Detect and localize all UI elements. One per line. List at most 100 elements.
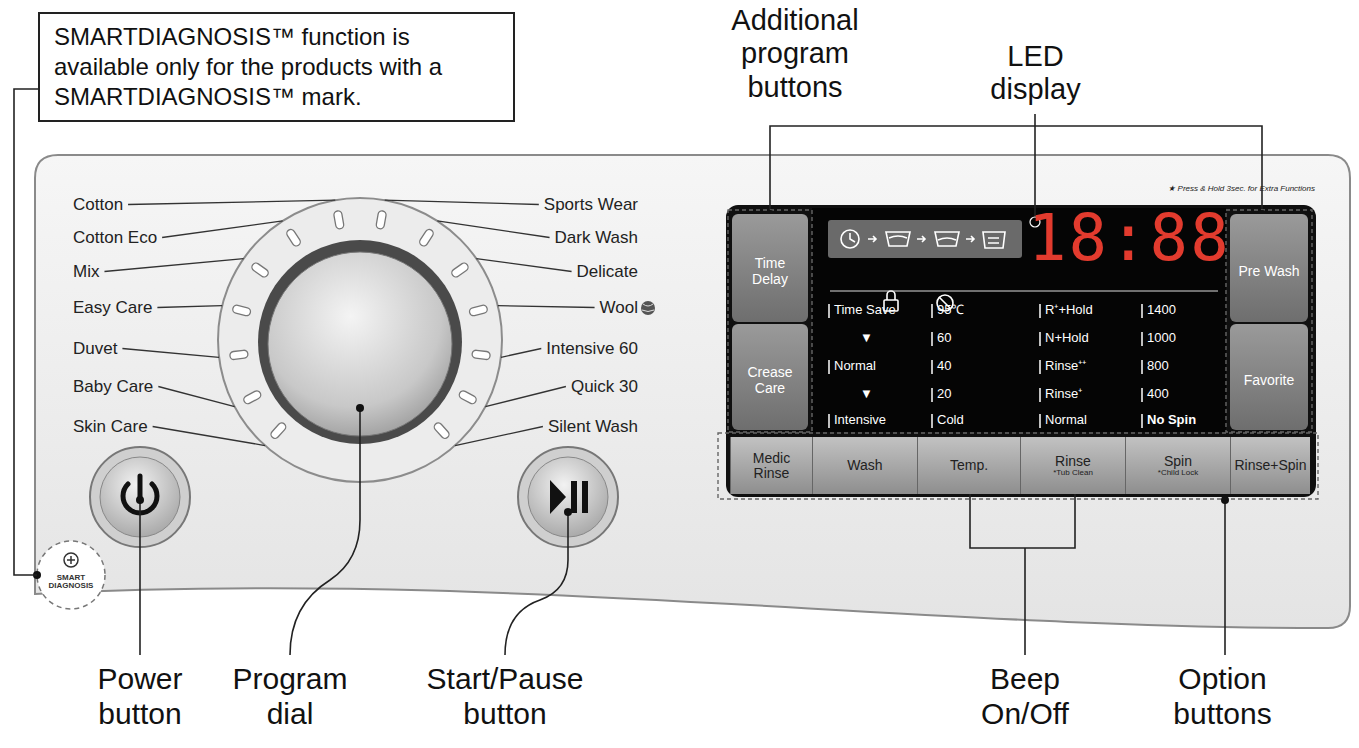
program-leader xyxy=(455,427,543,446)
display-bar xyxy=(931,414,933,428)
node-text: Medic Rinse xyxy=(733,451,810,480)
display-setting: 1000 xyxy=(1147,331,1243,346)
display-bar xyxy=(931,388,933,402)
display-bar xyxy=(1141,360,1143,374)
display-setting: 20 xyxy=(937,387,1033,402)
display-housing xyxy=(726,205,1316,497)
wool-icon xyxy=(641,301,655,315)
program-button: Time Delay xyxy=(732,214,808,322)
display-setting: Time Save xyxy=(834,303,930,318)
program-name: Sports Wear xyxy=(438,195,638,215)
smart-mark-plus xyxy=(67,556,75,564)
group-outline-right xyxy=(1226,210,1312,432)
display-divider xyxy=(830,291,1218,292)
part-name: Power button xyxy=(65,662,215,731)
dial-slot xyxy=(458,390,478,406)
display-bar xyxy=(931,332,933,346)
option-button: Medic Rinse xyxy=(730,437,812,494)
display-setting: 400 xyxy=(1147,387,1243,402)
wool-icon-yarn xyxy=(642,304,654,312)
program-leader xyxy=(476,259,571,272)
part-name: Additional program buttons xyxy=(695,4,895,104)
display-bar xyxy=(828,304,830,318)
program-leader xyxy=(498,306,595,308)
display-setting: Cold xyxy=(937,413,1033,428)
option-button: Spin*Child Lock xyxy=(1125,437,1230,494)
program-leader xyxy=(153,427,265,446)
program-leader xyxy=(485,387,566,407)
note: ★ Press & Hold 3sec. for Extra Functions xyxy=(1080,184,1315,193)
option-button: Temp. xyxy=(917,437,1020,494)
leader-start xyxy=(505,512,568,655)
node-text: Spin xyxy=(1164,454,1192,469)
program-name: Baby Care xyxy=(73,377,223,397)
display-bar xyxy=(1039,388,1041,402)
program-leader xyxy=(385,200,539,204)
callout-box: SMARTDIAGNOSIS™ function is available on… xyxy=(38,12,515,122)
leader-additional xyxy=(770,126,1262,214)
node-text: Temp. xyxy=(950,458,988,473)
part-name: LED display xyxy=(968,40,1103,107)
display-setting: No Spin xyxy=(1147,413,1243,428)
group-outline-left xyxy=(728,210,812,432)
cycle-icons xyxy=(841,230,1005,311)
display-bar xyxy=(1141,414,1143,428)
display-bar xyxy=(828,414,830,428)
dial-slot xyxy=(333,210,344,229)
dial-knob xyxy=(268,252,452,436)
node-text: Crease Care xyxy=(736,364,804,396)
node-text: Pre Wash xyxy=(1239,263,1300,279)
leader-dial xyxy=(290,408,360,655)
display-setting: 40 xyxy=(937,359,1033,374)
node-text: Wash xyxy=(847,458,882,473)
program-name: Delicate xyxy=(438,262,638,282)
display-bar xyxy=(1039,360,1041,374)
program-leader xyxy=(157,306,222,308)
node-text: Rinse+Spin xyxy=(1235,458,1307,473)
dial-slot xyxy=(376,210,387,229)
group-outline-options xyxy=(718,433,1318,499)
display-bar xyxy=(1039,414,1041,428)
program-button: Pre Wash xyxy=(1230,214,1308,322)
leader-power xyxy=(139,500,141,655)
dial-slot xyxy=(250,262,269,279)
dial-slot xyxy=(232,304,251,316)
dial-slot xyxy=(242,390,262,406)
display-bar xyxy=(1141,304,1143,318)
leader-led xyxy=(1034,114,1036,216)
display-setting: N+Hold xyxy=(1045,331,1141,346)
part-name: Start/Pause button xyxy=(402,662,608,731)
program-name: Silent Wash xyxy=(438,417,638,437)
option-button: Wash xyxy=(812,437,917,494)
dial-slot xyxy=(433,421,451,440)
display-bar xyxy=(1039,304,1041,318)
button-subtext: *Tub Clean xyxy=(1053,469,1093,477)
node-text: SMARTDIAGNOSIS™ function is available on… xyxy=(54,22,499,112)
program-leader xyxy=(158,387,234,407)
dial-slot xyxy=(450,262,469,279)
part-name: Beep On/Off xyxy=(960,662,1090,731)
program-name: Cotton xyxy=(73,195,223,215)
display-setting: Normal xyxy=(1045,413,1141,428)
program-leader xyxy=(104,259,243,272)
smart-diagnosis-mark: SMART DIAGNOSIS xyxy=(37,541,105,609)
dial-slot xyxy=(472,350,491,360)
program-name: Quick 30 xyxy=(438,377,638,397)
program-name: Easy Care xyxy=(73,298,223,318)
leader-beep xyxy=(970,490,1075,655)
option-button: Rinse+Spin xyxy=(1230,437,1310,494)
display-setting: Rinse⁺⁺ xyxy=(1045,359,1141,374)
display-setting: 800 xyxy=(1147,359,1243,374)
program-name: Wool xyxy=(438,298,638,318)
program-leader xyxy=(501,349,541,358)
cycle-icons-strip xyxy=(828,220,1022,258)
display-bars xyxy=(829,304,1142,428)
node-text: Time Delay xyxy=(736,255,804,287)
display-bar xyxy=(1141,332,1143,346)
leader-option xyxy=(1224,500,1226,655)
smart-mark-outline xyxy=(37,541,105,609)
display-setting: 95℃ xyxy=(937,303,1033,318)
panel-housing xyxy=(35,155,1350,628)
program-leader xyxy=(122,349,219,358)
program-name: Duvet xyxy=(73,339,223,359)
